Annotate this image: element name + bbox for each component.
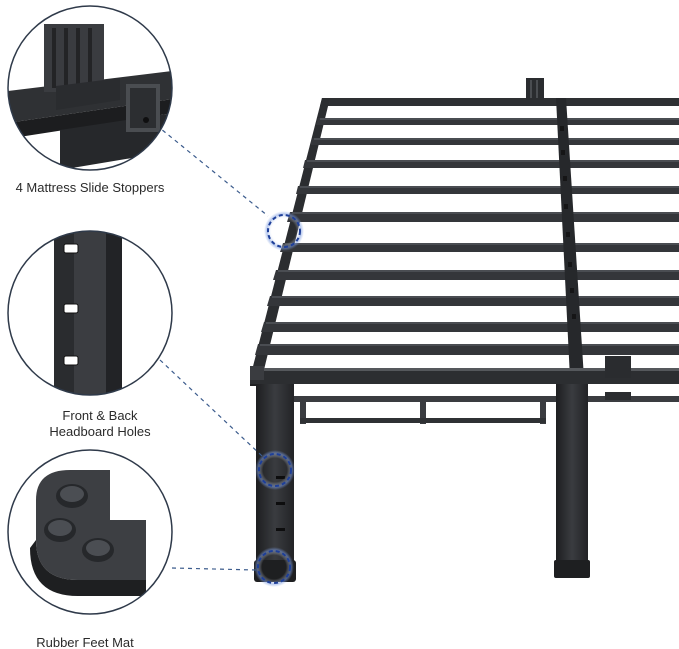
connector-lines bbox=[149, 119, 269, 571]
holes-caption-line1: Front & Back bbox=[62, 408, 138, 423]
center-leg bbox=[556, 384, 588, 570]
holes-caption-line2: Headboard Holes bbox=[49, 424, 151, 439]
stoppers-caption: 4 Mattress Slide Stoppers bbox=[15, 180, 165, 195]
bed-frame bbox=[250, 78, 679, 582]
slide-stopper-detail bbox=[7, 5, 173, 171]
slats bbox=[255, 118, 679, 355]
feet-caption: Rubber Feet Mat bbox=[36, 635, 134, 649]
headboard-holes-detail bbox=[7, 230, 173, 396]
rubber-foot-detail bbox=[7, 449, 173, 615]
highlight-markers bbox=[254, 211, 304, 587]
holes-caption: Front & Back Headboard Holes bbox=[30, 408, 170, 440]
